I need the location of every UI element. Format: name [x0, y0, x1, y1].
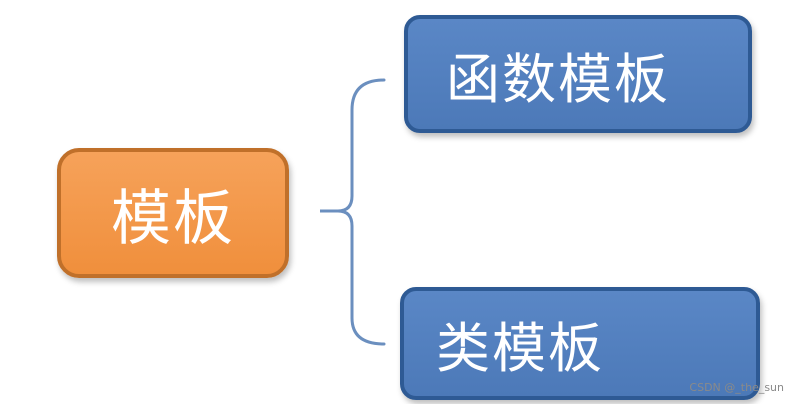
root-node-label: 模板: [111, 183, 235, 254]
child-node-function-template: 函数模板: [404, 15, 752, 133]
brace-curve: [337, 78, 386, 346]
child-node-label: 函数模板: [446, 47, 670, 111]
child-node-label: 类模板: [436, 317, 604, 380]
watermark: CSDN @_the_sun: [689, 381, 784, 394]
child-node-class-template: 类模板: [400, 287, 760, 400]
root-node: 模板: [57, 148, 289, 278]
